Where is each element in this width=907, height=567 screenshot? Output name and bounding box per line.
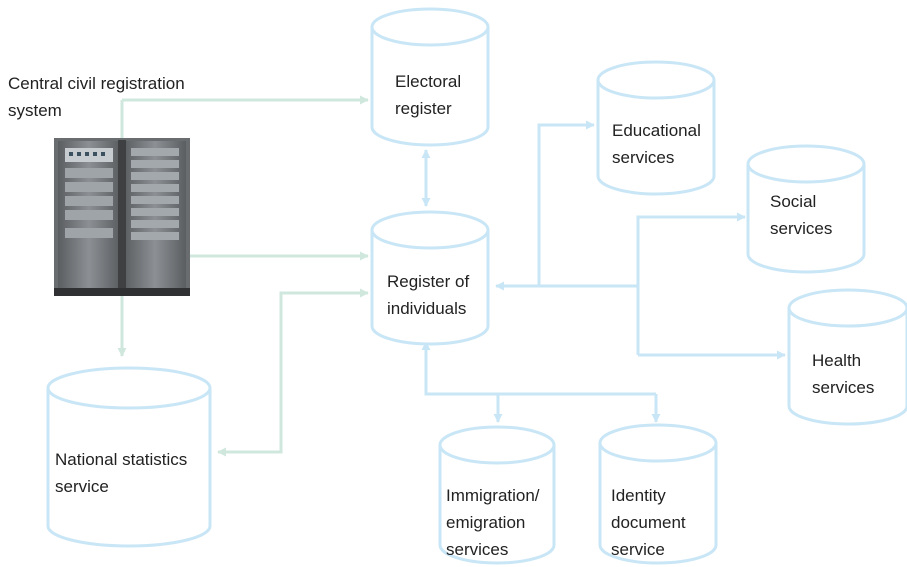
social-services-cylinder: [746, 144, 866, 274]
connector-to-educational: [537, 120, 595, 286]
connector-register-national-statistics: [217, 288, 369, 457]
connector-to-social: [636, 212, 746, 355]
electoral-register-label: Electoral register: [395, 72, 462, 118]
connector-register-bottom: [421, 341, 656, 396]
database-cylinders: [46, 7, 907, 565]
register-of-individuals-label: Register of individuals: [387, 272, 470, 318]
central-system-label: Central civil registration system: [8, 74, 185, 120]
identity-document-cylinder: [598, 423, 718, 565]
immigration-services-cylinder: [438, 425, 556, 565]
immigration-services-label: Immigration/ emigration services: [446, 486, 540, 559]
health-services-label: Health services: [812, 351, 875, 397]
register-connectors: [421, 120, 786, 423]
identity-document-label: Identity document service: [611, 486, 686, 559]
register-of-individuals-cylinder: [370, 210, 490, 346]
national-statistics-cylinder: [46, 366, 212, 548]
server-rack-icon: [54, 138, 190, 296]
social-services-label: Social services: [770, 192, 833, 238]
electoral-register-cylinder: [370, 7, 490, 147]
national-statistics-label: National statistics service: [55, 450, 188, 496]
health-services-cylinder: [787, 288, 907, 426]
educational-services-label: Educational services: [612, 121, 701, 167]
educational-services-cylinder: [596, 60, 716, 196]
